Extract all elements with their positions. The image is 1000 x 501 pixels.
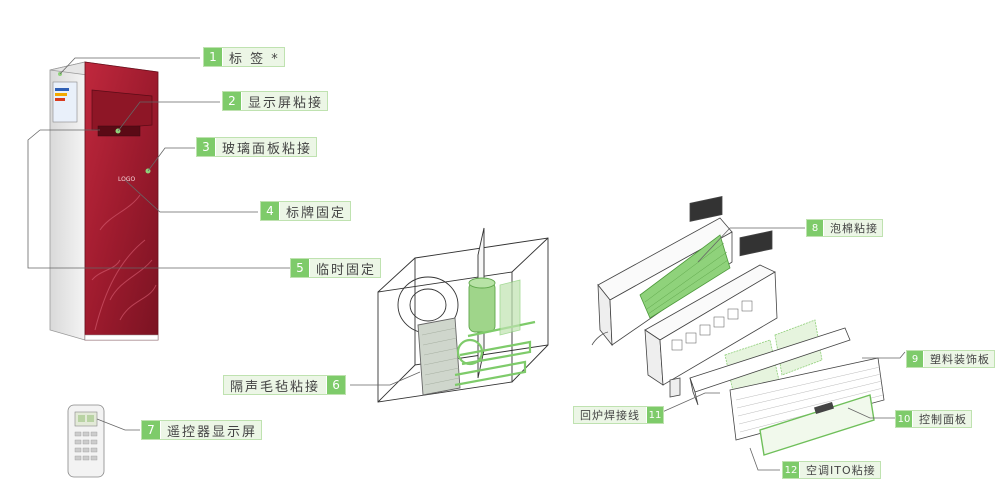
label-number: 3 (197, 138, 216, 156)
label-remote-display: 7 遥控器显示屏 (141, 420, 263, 440)
remote-control (67, 404, 105, 478)
floor-ac-unit: LOGO (49, 61, 159, 341)
label-text: 泡棉粘接 (830, 222, 878, 235)
label-text: 回炉焊接线 (580, 409, 640, 422)
label-text: 控制面板 (919, 413, 967, 426)
leader-lines-left (27, 57, 290, 269)
label-text: 标 签 * (229, 51, 280, 67)
label-tag: 1 标 签 * (203, 47, 285, 67)
label-number: 8 (807, 220, 824, 236)
outdoor-unit (377, 227, 549, 403)
label-text: 空调ITO粘接 (806, 464, 876, 477)
label-text: 遥控器显示屏 (167, 424, 258, 440)
label-ito-bonding: 12 空调ITO粘接 (782, 461, 881, 479)
label-foam-bonding: 8 泡棉粘接 (806, 219, 883, 237)
wall-unit-exploded (591, 196, 885, 456)
label-text: 隔声毛毡粘接 (230, 379, 321, 395)
label-plastic-trim-panel: 9 塑料装饰板 (906, 350, 995, 368)
label-text: 标牌固定 (286, 205, 347, 221)
svg-text:LOGO: LOGO (118, 176, 136, 183)
label-control-panel: 10 控制面板 (895, 410, 972, 428)
label-display-bonding: 2 显示屏粘接 (222, 91, 329, 111)
label-text: 塑料装饰板 (930, 353, 990, 366)
label-number: 12 (783, 462, 800, 478)
leader-lines-right (659, 227, 906, 471)
label-text: 玻璃面板粘接 (222, 141, 313, 157)
label-number: 5 (291, 259, 310, 277)
label-reflow-weld-line: 回炉焊接线 11 (573, 406, 664, 424)
label-sound-felt-bonding: 隔声毛毡粘接 6 (223, 375, 347, 395)
label-number: 6 (326, 376, 346, 394)
label-temporary-fixing: 5 临时固定 (290, 258, 382, 278)
label-text: 临时固定 (316, 262, 377, 278)
label-glass-panel-bonding: 3 玻璃面板粘接 (196, 137, 318, 157)
label-number: 10 (896, 411, 913, 427)
label-text: 显示屏粘接 (248, 95, 324, 111)
label-number: 1 (204, 48, 223, 66)
label-nameplate-fixing: 4 标牌固定 (260, 201, 352, 221)
label-number: 4 (261, 202, 280, 220)
label-number: 7 (142, 421, 161, 439)
label-number: 2 (223, 92, 242, 110)
label-number: 11 (646, 407, 663, 423)
label-number: 9 (907, 351, 924, 367)
